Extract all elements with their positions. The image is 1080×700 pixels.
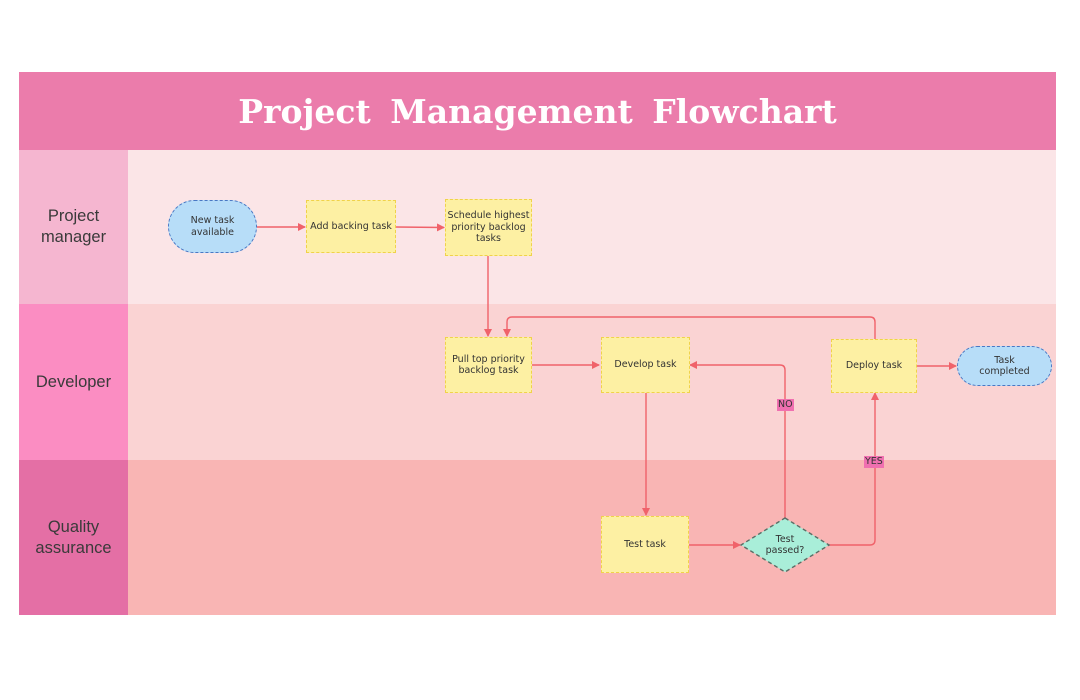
process-test-task: Test task	[601, 516, 689, 573]
lane-quality-assurance: Quality assurance	[19, 460, 1056, 615]
process-deploy-task: Deploy task	[831, 339, 917, 393]
process-schedule-tasks: Schedule highest priority backlog tasks	[445, 199, 532, 256]
edge-label-no: NO	[777, 399, 794, 411]
process-add-backlog: Add backing task	[306, 200, 396, 253]
lane-label-quality-assurance: Quality assurance	[19, 460, 128, 615]
terminal-new-task: New task available	[168, 200, 257, 253]
terminal-task-completed: Task completed	[957, 346, 1052, 386]
process-develop-task: Develop task	[601, 337, 690, 393]
connectors	[257, 223, 957, 573]
lane-label-project-manager: Project manager	[19, 150, 128, 304]
edge-add-to-schedule	[395, 223, 445, 232]
edge-yes-path	[829, 392, 879, 546]
decision-test-passed-label: Test passed?	[765, 533, 805, 556]
edge-label-yes: YES	[864, 456, 884, 468]
chart-title: Project Management Flowchart	[238, 91, 837, 131]
edge-no-loop	[689, 361, 786, 518]
lane-label-developer: Developer	[19, 304, 128, 460]
flowchart: Project Management Flowchart Project man…	[19, 72, 1056, 615]
process-pull-top-task: Pull top priority backlog task	[445, 337, 532, 393]
decision-diamond	[739, 517, 831, 573]
edge-deploy-loop	[503, 316, 876, 339]
title-bar: Project Management Flowchart	[19, 72, 1056, 150]
